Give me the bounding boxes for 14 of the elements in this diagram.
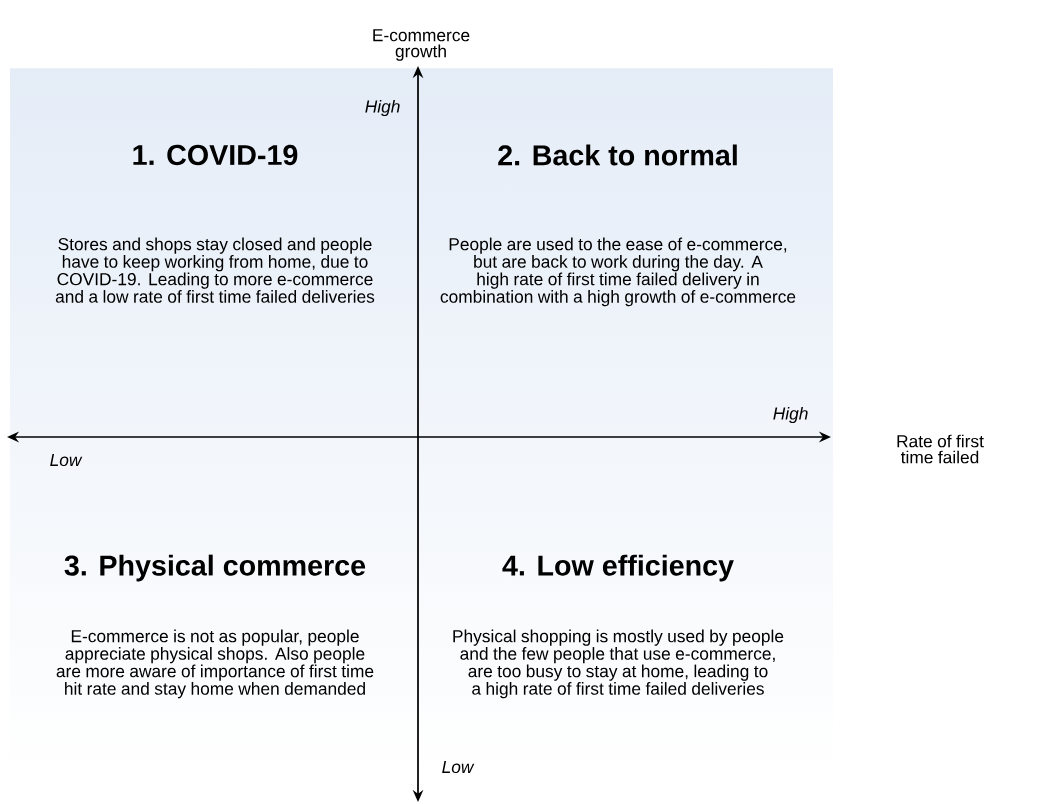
quadrant-heading: 3. Physical commerce [64,554,366,582]
axis-level-label: Low [442,760,475,774]
axis-level-label: High [773,406,808,424]
axis-level-label: Low [50,453,83,467]
quadrant-heading: 4. Low efficiency [502,554,734,582]
quadrant-heading: 2. Back to normal [498,144,737,166]
quadrant-description: Physical shopping is mostly used by people and the few people that use e-commerce, are too busy to stay at home, leading to a high rate of first time failed deliveries [453,629,784,699]
quadrant-description: People are used to the ease of e-commerce, but are back to work during the day. A high rate of first time failed delivery in combination with a high growth of e-commerce [440,237,796,307]
quadrant-heading: 1. COVID-19 [133,144,298,166]
axis-level-label: High [365,99,400,117]
quadrant-description: E-commerce is not as popular, people appreciate physical shops. Also people are more aware of importance of first time hit rate and stay home when demanded [56,629,374,699]
quadrant-description: Stores and shops stay closed and people have to keep working from home, due to COVID-19. Leading to more e-commerce and a low rate of first time failed deliveries [55,237,375,303]
axis-title: E-commerce growth [373,29,470,61]
axis-title: Rate of first time failed [897,434,984,464]
